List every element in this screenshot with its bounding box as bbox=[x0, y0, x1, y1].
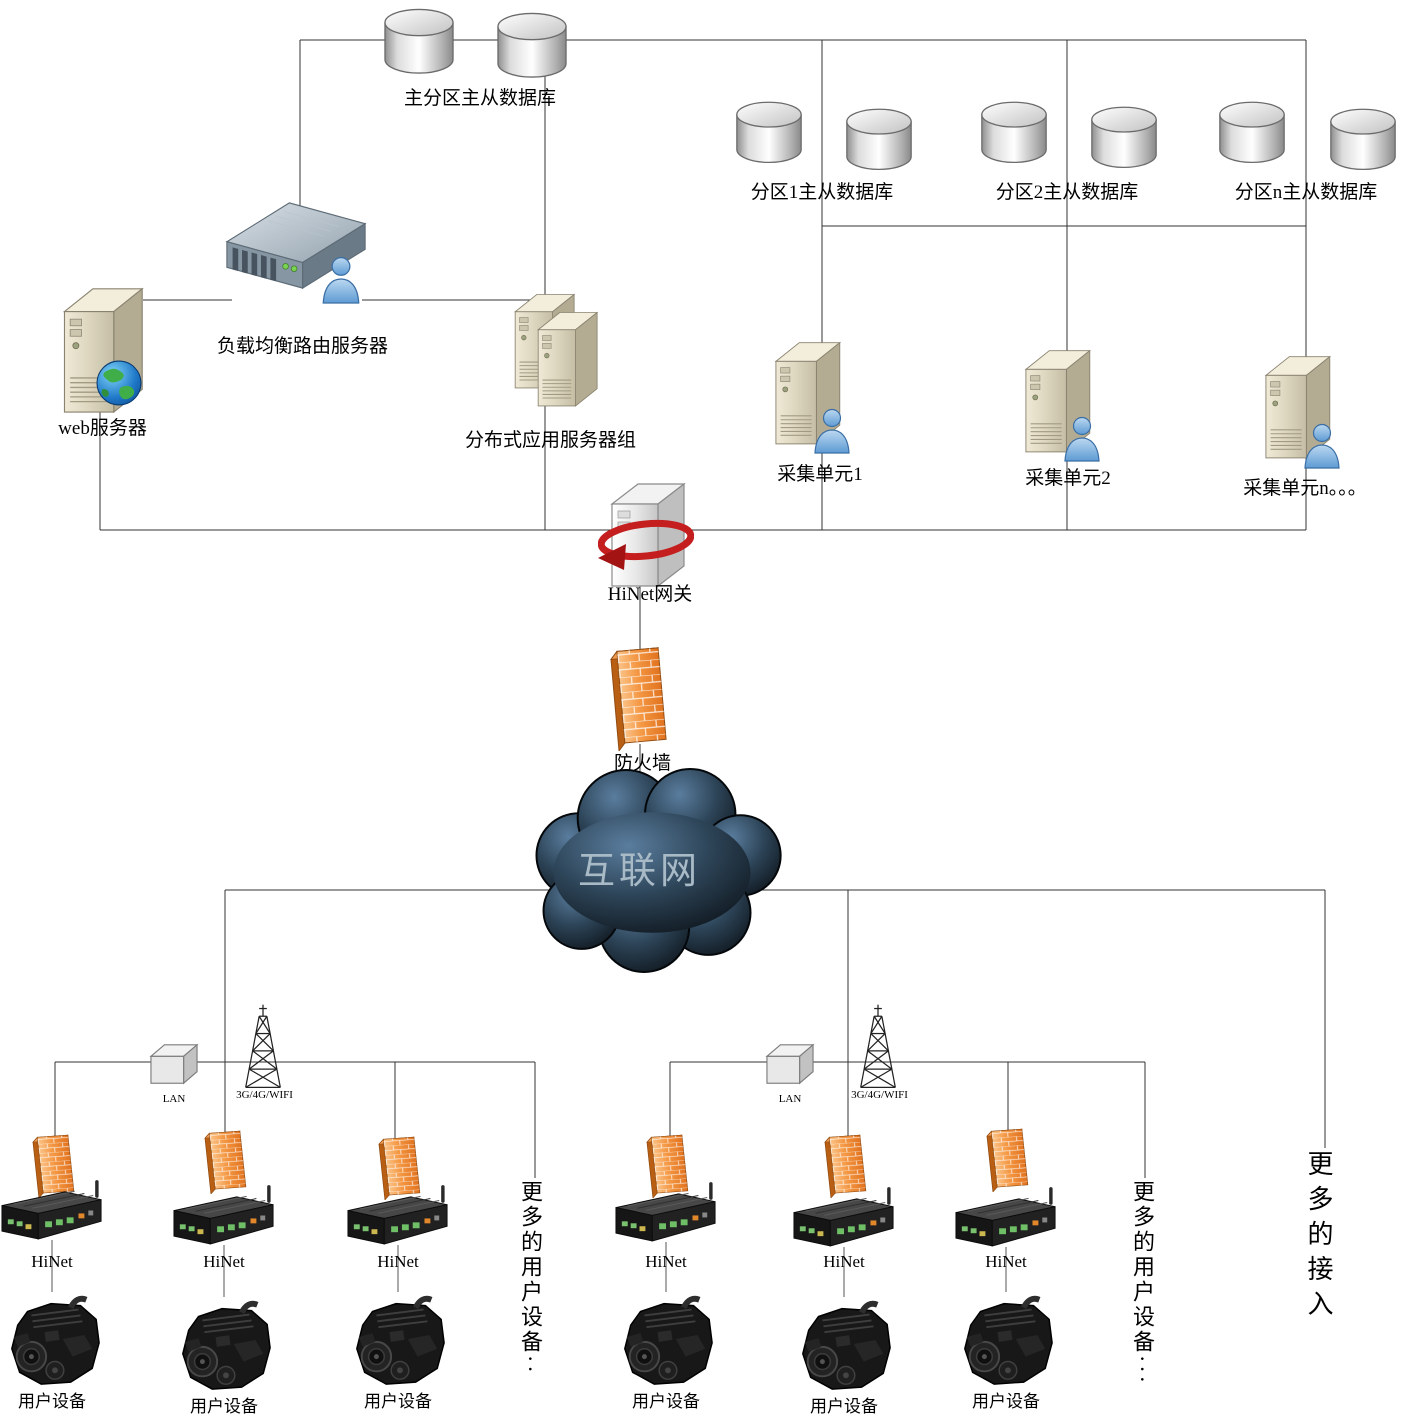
label-lan-right: LAN bbox=[778, 1093, 802, 1105]
user-device-engine-icon-l2 bbox=[173, 1291, 275, 1393]
antenna-tower-icon-right bbox=[860, 1004, 896, 1089]
partitionn-db-cylinder-2 bbox=[1330, 108, 1396, 171]
user-device-engine-icon-r3 bbox=[955, 1286, 1057, 1388]
lan-box-icon-right bbox=[766, 1044, 814, 1084]
hinet-device-icon-l3 bbox=[347, 1184, 448, 1245]
hinet-device-icon-r2 bbox=[793, 1186, 894, 1247]
partitionn-db-cylinder-1 bbox=[1219, 101, 1285, 164]
hinet-gateway-icon bbox=[598, 476, 694, 588]
label-lan-left: LAN bbox=[162, 1093, 186, 1105]
antenna-tower-icon-left bbox=[245, 1004, 281, 1089]
label-collectorn: 采集单元n。。。 bbox=[1243, 478, 1367, 499]
collectorn-person-icon bbox=[1304, 423, 1340, 469]
lan-box-icon-left bbox=[150, 1044, 198, 1084]
label-collector2: 采集单元2 bbox=[1025, 468, 1111, 489]
label-app-server-group: 分布式应用服务器组 bbox=[464, 430, 636, 451]
label-gateway: HiNet网关 bbox=[607, 584, 693, 605]
label-hinet-l3: HiNet bbox=[377, 1252, 419, 1271]
label-partitionn-db: 分区n主从数据库 bbox=[1234, 182, 1378, 203]
app-server-icon-front bbox=[537, 311, 598, 407]
partition2-db-cylinder-2 bbox=[1091, 106, 1157, 169]
label-web-server: web服务器 bbox=[58, 418, 147, 439]
label-hinet-r3: HiNet bbox=[985, 1252, 1027, 1271]
label-user-device-l2: 用户设备 bbox=[190, 1397, 258, 1416]
user-device-engine-icon-l1 bbox=[2, 1286, 104, 1388]
label-more-access: 更多的接入 bbox=[1304, 1150, 1333, 1325]
main-db-cylinder-2 bbox=[497, 12, 567, 78]
partition2-db-cylinder-1 bbox=[981, 101, 1047, 164]
hinet-device-icon-r3 bbox=[955, 1186, 1056, 1247]
hinet-device-icon-l2 bbox=[173, 1184, 274, 1245]
label-load-balancer: 负载均衡路由服务器 bbox=[216, 336, 388, 357]
label-more-devices-left: 更多的用户设备·· bbox=[518, 1180, 543, 1376]
firewall-icon-main bbox=[609, 647, 668, 751]
admin-person-icon bbox=[322, 256, 360, 304]
partition1-db-cylinder-2 bbox=[846, 108, 912, 171]
partition1-db-cylinder-1 bbox=[736, 101, 802, 164]
label-partition1-db: 分区1主从数据库 bbox=[750, 182, 894, 203]
label-user-device-r1: 用户设备 bbox=[632, 1392, 700, 1411]
label-wireless-right: 3G/4G/WIFI bbox=[851, 1089, 908, 1101]
user-device-engine-icon-l3 bbox=[347, 1286, 449, 1388]
label-wireless-left: 3G/4G/WIFI bbox=[236, 1089, 293, 1101]
collector1-person-icon bbox=[814, 408, 850, 454]
user-device-engine-icon-r2 bbox=[793, 1291, 895, 1393]
label-partition2-db: 分区2主从数据库 bbox=[995, 182, 1139, 203]
label-user-device-r2: 用户设备 bbox=[810, 1397, 878, 1416]
label-user-device-l1: 用户设备 bbox=[18, 1392, 86, 1411]
label-user-device-l3: 用户设备 bbox=[364, 1392, 432, 1411]
label-hinet-r2: HiNet bbox=[823, 1252, 865, 1271]
globe-icon bbox=[96, 360, 142, 406]
collector2-person-icon bbox=[1064, 416, 1100, 462]
hinet-device-icon-l1 bbox=[1, 1179, 102, 1240]
label-user-device-r3: 用户设备 bbox=[972, 1392, 1040, 1411]
label-firewall: 防火墙 bbox=[613, 753, 671, 774]
label-hinet-l2: HiNet bbox=[203, 1252, 245, 1271]
user-device-engine-icon-r1 bbox=[615, 1286, 717, 1388]
main-db-cylinder-1 bbox=[384, 8, 454, 74]
label-more-devices-right: 更多的用户设备··· bbox=[1130, 1180, 1155, 1386]
label-main-db: 主分区主从数据库 bbox=[403, 88, 556, 109]
firewall-icon-small-r3 bbox=[986, 1128, 1029, 1192]
label-internet: 互联网 bbox=[578, 851, 701, 892]
label-collector1: 采集单元1 bbox=[777, 464, 863, 485]
hinet-device-icon-r1 bbox=[615, 1181, 716, 1242]
label-hinet-l1: HiNet bbox=[31, 1252, 73, 1271]
label-hinet-r1: HiNet bbox=[645, 1252, 687, 1271]
